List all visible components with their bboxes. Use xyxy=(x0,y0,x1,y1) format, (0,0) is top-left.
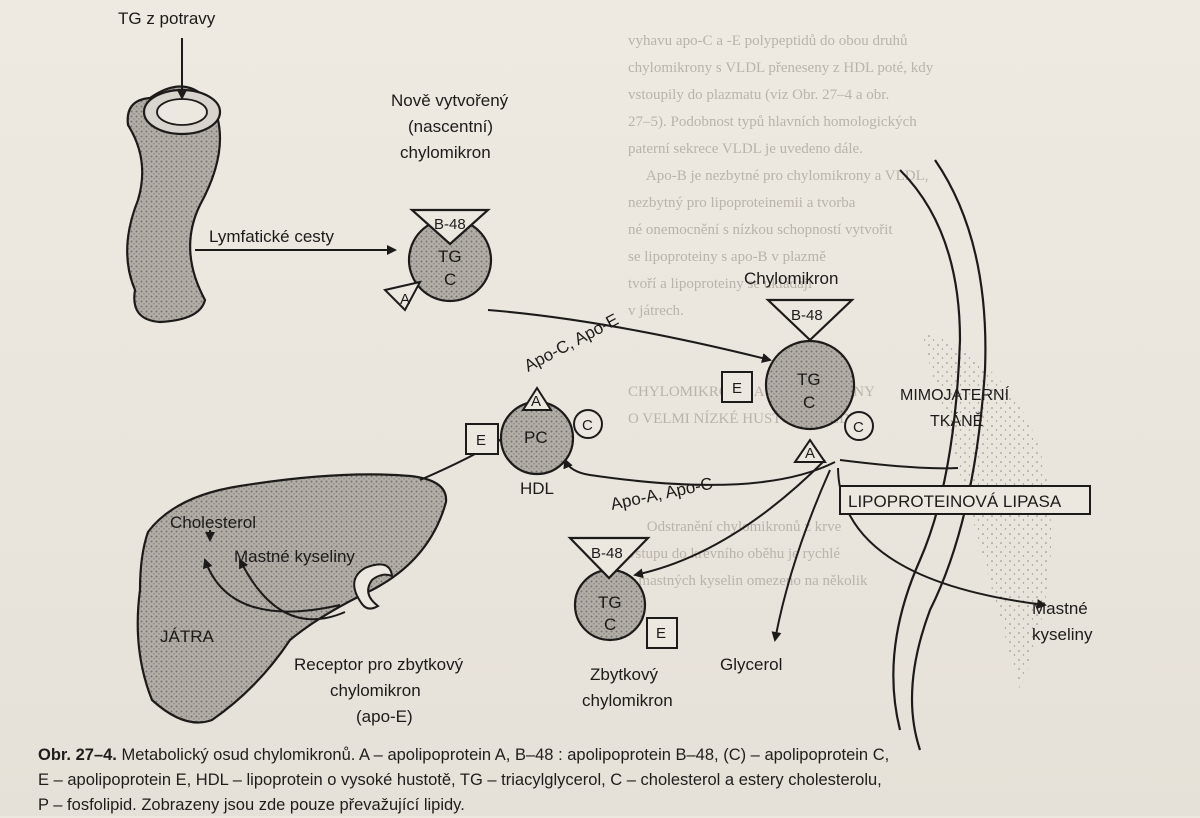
label-nascent-1: Nově vytvořený xyxy=(391,91,509,110)
label-nascent-3: chylomikron xyxy=(400,143,491,162)
label-lymfaticke-cesty: Lymfatické cesty xyxy=(209,227,335,246)
label-a-hdl: A xyxy=(531,393,541,410)
label-zbytkovy-1: Zbytkový xyxy=(590,665,659,684)
label-pc-hdl: PC xyxy=(524,428,548,447)
label-a-nascent: A xyxy=(400,291,410,308)
label-c-nascent: C xyxy=(444,270,456,289)
label-receptor-3: (apo-E) xyxy=(356,707,413,726)
label-cholesterol: Cholesterol xyxy=(170,513,256,532)
label-tg-nascent: TG xyxy=(438,247,462,266)
label-mastne-1: Mastné xyxy=(1032,599,1088,618)
label-glycerol: Glycerol xyxy=(720,655,782,674)
figure-caption: Obr. 27–4. Metabolický osud chylomikronů… xyxy=(38,743,1188,818)
label-tg-chylo: TG xyxy=(797,370,821,389)
label-mastne-kyseliny-liver: Mastné kyseliny xyxy=(234,547,355,566)
label-c-chylo: C xyxy=(803,393,815,412)
label-hdl: HDL xyxy=(520,479,554,498)
caption-line-1: Obr. 27–4. Metabolický osud chylomikronů… xyxy=(38,743,1188,768)
label-c-apo-chylo: C xyxy=(853,419,864,436)
caption-line-2: E – apolipoprotein E, HDL – lipoprotein … xyxy=(38,768,1188,793)
tissue-membrane xyxy=(893,160,1051,750)
label-c-hdl: C xyxy=(582,417,593,434)
caption-text-1: Metabolický osud chylomikronů. A – apoli… xyxy=(117,746,889,764)
label-tg-z-potravy: TG z potravy xyxy=(118,9,216,28)
label-receptor-1: Receptor pro zbytkový xyxy=(294,655,464,674)
label-e-chylo: E xyxy=(732,380,742,397)
label-c-remnant: C xyxy=(604,615,616,634)
label-mastne-2: kyseliny xyxy=(1032,625,1093,644)
label-e-hdl: E xyxy=(476,432,486,449)
label-chylomikron: Chylomikron xyxy=(744,269,838,288)
label-receptor-2: chylomikron xyxy=(330,681,421,700)
label-b48-chylo: B-48 xyxy=(791,307,823,324)
label-zbytkovy-2: chylomikron xyxy=(582,691,673,710)
intestine-shape xyxy=(127,86,220,322)
label-lipoproteinova-lipasa: LIPOPROTEINOVÁ LIPASA xyxy=(848,492,1062,511)
label-jatra: JÁTRA xyxy=(160,627,215,646)
label-mimojaterni-2: TKÁNĚ xyxy=(930,411,983,430)
label-e-remnant: E xyxy=(656,625,666,642)
caption-lead: Obr. 27–4. xyxy=(38,746,117,764)
label-b48-remnant: B-48 xyxy=(591,545,623,562)
label-tg-remnant: TG xyxy=(598,593,622,612)
label-a-chylo: A xyxy=(805,445,815,462)
label-nascent-2: (nascentní) xyxy=(408,117,493,136)
caption-line-3: P – fosfolipid. Zobrazeny jsou zde pouze… xyxy=(38,793,1188,818)
label-b48-nascent: B-48 xyxy=(434,216,466,233)
label-mimojaterni-1: MIMOJATERNÍ xyxy=(900,385,1010,404)
